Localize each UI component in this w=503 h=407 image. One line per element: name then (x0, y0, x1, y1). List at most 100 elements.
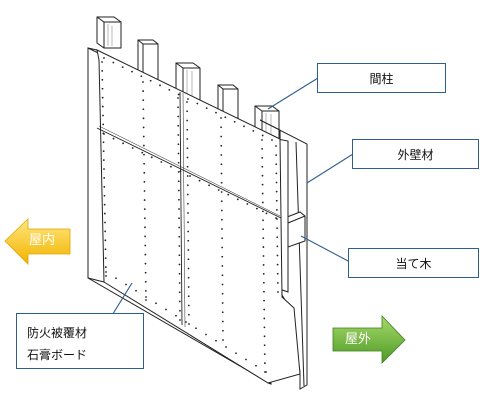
screw-dot (262, 219, 264, 222)
screw-dot (263, 335, 266, 338)
screw-dot (141, 151, 144, 154)
screw-dot (142, 126, 145, 129)
screw-dot (227, 193, 230, 196)
screw-dot (178, 198, 180, 201)
screw-dot (115, 277, 117, 280)
screw-dot (262, 264, 265, 266)
screw-dot (122, 142, 125, 145)
screw-dot (275, 172, 278, 175)
screw-dot (215, 339, 217, 342)
screw-dot (220, 135, 223, 138)
screw-dot (187, 258, 190, 261)
screw-dot (188, 313, 190, 316)
screw-dot (102, 150, 105, 153)
screw-dot (177, 171, 180, 173)
screw-dot (177, 152, 180, 155)
label-board-line2: 石膏ボード (27, 348, 88, 362)
screw-dot (165, 308, 167, 311)
screw-dot (149, 79, 152, 82)
screw-dot (112, 137, 115, 140)
screw-dot (104, 221, 106, 224)
leader-mabashira (267, 77, 319, 110)
screw-dot (275, 181, 278, 184)
screw-dot (135, 289, 137, 292)
screw-dot (143, 181, 146, 183)
label-board: 防火被覆材 石膏ボード (16, 313, 144, 369)
screw-dot (178, 217, 180, 220)
screw-dot (217, 189, 220, 191)
screw-dot (177, 106, 179, 109)
screw-dot (103, 57, 105, 59)
screw-dot (143, 208, 146, 211)
indoor-label: 屋内 (29, 233, 56, 248)
screw-dot (255, 207, 258, 210)
screw-dot (221, 228, 223, 230)
screw-dot (196, 102, 199, 105)
screw-dot (177, 93, 180, 96)
screw-dot (144, 262, 147, 265)
screw-dot (261, 165, 264, 168)
screw-dot (101, 61, 103, 63)
screw-dot (144, 280, 147, 283)
outdoor-label: 屋外 (345, 332, 372, 347)
screw-dot (144, 235, 147, 238)
label-board-line1: 防火被覆材 (27, 326, 88, 340)
screw-dot (175, 314, 177, 317)
screw-dot (104, 248, 107, 251)
screw-dot (220, 163, 223, 166)
screw-dot (179, 170, 182, 173)
screw-dot (221, 218, 223, 221)
screw-dot (169, 165, 172, 168)
screw-dot (220, 126, 222, 129)
screw-dot (168, 88, 171, 91)
screw-dot (187, 295, 190, 298)
screw-dot (177, 143, 180, 146)
screw-dot (143, 162, 146, 165)
studs (96, 16, 280, 141)
screw-dot (144, 244, 147, 247)
screw-dot (101, 96, 104, 99)
screw-dot (177, 134, 180, 136)
screw-dot (142, 81, 144, 83)
screw-dot (179, 319, 181, 321)
screw-dot (178, 254, 181, 257)
screw-dot (144, 226, 146, 229)
screw-dot (186, 147, 189, 150)
screw-dot (104, 266, 107, 268)
screw-dot (186, 119, 189, 122)
screw-dot (205, 333, 207, 336)
screw-dot (186, 110, 188, 113)
screw-dot (178, 291, 181, 294)
screw-dot (159, 84, 161, 87)
screw-dot (186, 156, 189, 159)
screw-dot (177, 189, 180, 192)
screw-dot (263, 317, 266, 320)
screw-dot (101, 105, 104, 108)
screw-dot (261, 148, 264, 150)
screw-dot (145, 296, 147, 298)
screw-dot (245, 358, 247, 361)
screw-dot (275, 208, 278, 211)
leader-ategi (300, 235, 351, 263)
screw-dot (105, 275, 107, 277)
screw-dot (276, 281, 279, 284)
screw-dot (265, 212, 268, 215)
screw-dot (143, 199, 146, 201)
screw-dot (142, 90, 145, 92)
screw-dot (275, 217, 277, 219)
screw-dot (221, 302, 224, 304)
screw-dot (263, 353, 266, 356)
screw-dot (261, 192, 264, 195)
screw-dot (276, 272, 279, 275)
screw-dot (262, 272, 265, 275)
screw-dot (101, 87, 104, 90)
screw-dot (263, 290, 265, 293)
screw-dot (178, 235, 181, 238)
screw-dot (187, 98, 189, 100)
screw-dot (276, 245, 279, 248)
screw-dot (177, 115, 180, 118)
screw-dot (186, 138, 189, 140)
screw-dot (178, 208, 180, 210)
label-mabashira: 間柱 (317, 63, 446, 93)
